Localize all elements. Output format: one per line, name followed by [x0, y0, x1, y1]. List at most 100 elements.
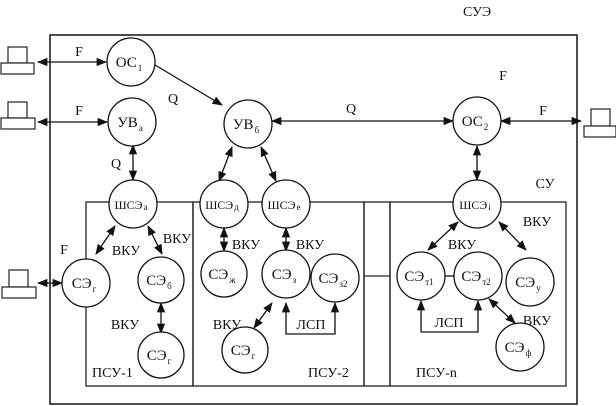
node-label: ШСЭа: [114, 198, 147, 212]
node-label: СЭж: [208, 267, 236, 285]
node-circle: [137, 331, 185, 379]
node-label: ОС2: [462, 114, 489, 132]
node-circle: [108, 179, 158, 229]
edge-label-vku: ВКУ: [232, 238, 260, 253]
node-label-subscript: б: [255, 125, 260, 135]
node-circle: [221, 326, 269, 374]
edge-os1-uvb: [154, 64, 223, 106]
edge-uvb-shsee: [260, 146, 277, 182]
node-circle: [261, 179, 311, 229]
node-seg2: СЭг: [137, 331, 185, 379]
node-label-base: СЭ: [272, 267, 292, 283]
node-uvb: УВб: [223, 99, 273, 149]
edge-label-f: F: [75, 104, 83, 119]
edge-label-lsp: ЛСП: [435, 316, 464, 331]
node-label: ШСЭi: [459, 198, 491, 212]
node-circle: [223, 99, 273, 149]
node-circle: [107, 97, 157, 147]
node-sezh: СЭж: [200, 250, 248, 298]
node-label: УВа: [117, 115, 143, 133]
psu-n-label: ПСУ-n: [416, 366, 457, 381]
edge-label-f: F: [60, 243, 68, 258]
node-sez: СЭз: [261, 249, 311, 299]
node-seg1: СЭг: [61, 258, 111, 308]
su-label: СУ: [535, 177, 554, 192]
edge-label-lsp: ЛСП: [297, 318, 326, 333]
terminal-icon: [0, 46, 35, 75]
node-label: СЭг: [231, 343, 256, 361]
edge-sez-seg3: [253, 302, 273, 329]
node-label: ШСЭд: [205, 198, 239, 212]
node-circle: [452, 179, 502, 229]
edge-label-vku: ВКУ: [296, 238, 324, 253]
edge-set2-sef: [488, 298, 516, 324]
node-label-subscript: i: [488, 202, 491, 212]
edge-shsea-seg1: [95, 225, 116, 255]
node-label: ОС1: [116, 55, 143, 73]
node-label-subscript: т2: [482, 277, 490, 287]
psu-2-label: ПСУ-2: [308, 366, 349, 381]
node-label-base: СЭ: [231, 343, 251, 359]
node-set2: СЭт2: [453, 251, 503, 301]
node-label-base: СЭ: [505, 340, 525, 356]
edge-label-q: Q: [346, 102, 356, 117]
node-label-subscript: г: [252, 351, 256, 361]
node-circle: [453, 251, 503, 301]
node-label: СЭг: [72, 276, 97, 294]
edge-shsei-set1: [427, 221, 459, 251]
node-label-subscript: ф: [526, 348, 532, 358]
terminal-icon: [1, 269, 37, 299]
node-label-base: СЭ: [461, 269, 481, 285]
node-label-base: СЭ: [208, 267, 228, 283]
node-circle: [200, 250, 248, 298]
node-label-subscript: т1: [425, 277, 433, 287]
node-sez2: СЭз2: [310, 253, 360, 303]
node-label-base: ОС: [116, 55, 137, 71]
node-label: СЭб: [146, 273, 172, 291]
edge-label-vku: ВКУ: [523, 215, 551, 230]
node-sef: СЭф: [495, 322, 545, 372]
node-seu: СЭу: [505, 257, 555, 307]
node-shsea: ШСЭа: [108, 179, 158, 229]
sue-label: СУЭ: [463, 5, 491, 20]
node-label: СЭу: [515, 275, 541, 293]
su-f-label: F: [499, 69, 507, 84]
node-label-base: СЭ: [515, 275, 535, 291]
node-seb: СЭб: [137, 256, 185, 304]
node-label: СЭг: [147, 348, 172, 366]
node-label-base: СЭ: [72, 276, 92, 292]
node-label-subscript: ж: [228, 275, 236, 285]
node-circle: [495, 322, 545, 372]
edge-lsp-psu2: [281, 301, 340, 335]
psu-gap-box: [363, 201, 391, 387]
node-label-base: СЭ: [319, 271, 339, 287]
node-label: СЭз: [272, 267, 297, 285]
node-label-subscript: г: [93, 284, 97, 294]
node-label-subscript: б: [167, 281, 172, 291]
edge-label-vku: ВКУ: [111, 318, 139, 333]
node-seg3: СЭг: [221, 326, 269, 374]
node-label: СЭт1: [404, 269, 433, 287]
node-label-subscript: 2: [484, 122, 489, 132]
node-label: ШСЭе: [267, 198, 300, 212]
node-label-base: ШСЭ: [114, 198, 142, 212]
node-circle: [137, 256, 185, 304]
node-label-subscript: а: [139, 123, 143, 133]
node-circle: [261, 249, 311, 299]
node-label-subscript: з2: [339, 279, 347, 289]
terminal-icon: [0, 101, 36, 130]
node-uva: УВа: [107, 97, 157, 147]
node-label-base: СЭ: [147, 348, 167, 364]
node-label: СЭф: [505, 340, 532, 358]
node-set1: СЭт1: [396, 251, 446, 301]
node-label-base: СЭ: [404, 269, 424, 285]
edge-shsea-seb: [147, 225, 163, 255]
edge-label-f: F: [539, 104, 547, 119]
edge-label-f: F: [75, 45, 83, 60]
edge-label-q: Q: [111, 157, 121, 172]
edges: [36, 57, 583, 335]
sue-frame: [49, 34, 578, 405]
node-circle: [505, 257, 555, 307]
edge-label-vku: ВКУ: [112, 244, 140, 259]
